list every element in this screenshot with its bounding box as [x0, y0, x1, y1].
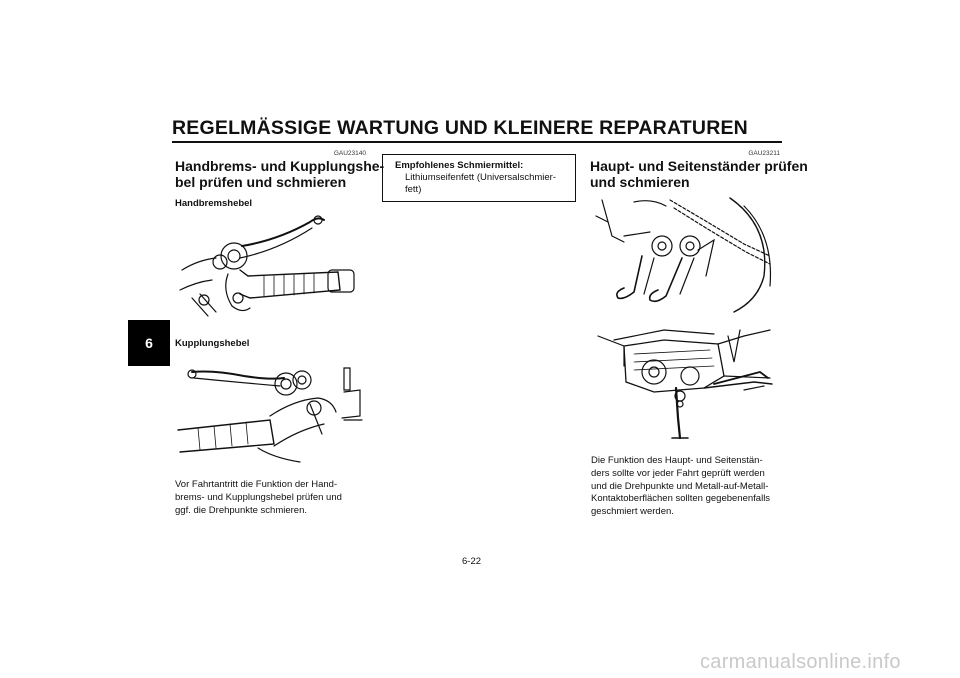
section-code: GAU23211	[748, 150, 780, 157]
text-line: brems- und Kupplungshebel prüfen und	[175, 491, 342, 503]
page-number: 6-22	[462, 556, 482, 567]
section-title-line: Haupt- und Seitenständer prüfen	[590, 158, 808, 174]
watermark: carmanualsonline.info	[700, 651, 901, 673]
page-header-title: REGELMÄSSIGE WARTUNG UND KLEINERE REPARA…	[172, 117, 748, 139]
brake-lever-illustration	[179, 215, 355, 317]
right-body-text: Die Funktion des Haupt- und Seitenstän- …	[591, 455, 770, 519]
subheading-brake-lever: Handbremshebel	[175, 198, 253, 209]
side-stand-illustration	[597, 329, 773, 440]
left-body-text: Vor Fahrtantritt die Funktion der Hand- …	[175, 479, 342, 517]
lubricant-box: Empfohlenes Schmiermittel: Lithiumseifen…	[382, 154, 576, 202]
section-title-line: Handbrems- und Kupplungshe-	[175, 158, 385, 174]
header-rule	[172, 141, 782, 143]
section-title: Haupt- und Seitenständer prüfen und schm…	[590, 158, 808, 190]
text-line: Lithiumseifenfett (Universalschmier-	[405, 172, 556, 183]
text-line: ders sollte vor jeder Fahrt geprüft werd…	[591, 467, 765, 479]
section-title: Handbrems- und Kupplungshe- bel prüfen u…	[175, 158, 384, 190]
lubricant-value: Lithiumseifenfett (Universalschmier- fet…	[405, 172, 573, 195]
section-code: GAU23140	[333, 150, 366, 157]
section-title-line: bel prüfen und schmieren	[175, 174, 347, 190]
text-line: und die Drehpunkte und Metall-auf-Metall…	[591, 480, 769, 492]
lubricant-title: Empfohlenes Schmiermittel:	[395, 160, 524, 171]
clutch-lever-illustration	[177, 367, 363, 463]
text-line: ggf. die Drehpunkte schmieren.	[175, 504, 308, 516]
text-line: Die Funktion des Haupt- und Seitenstän-	[591, 455, 763, 466]
subheading-clutch-lever: Kupplungshebel	[175, 338, 250, 349]
text-line: Kontaktoberflächen sollten gegebenenfall…	[591, 493, 771, 505]
center-stand-illustration	[595, 197, 772, 313]
section-title-line: und schmieren	[590, 174, 690, 190]
chapter-tab: 6	[128, 320, 170, 366]
text-line: Vor Fahrtantritt die Funktion der Hand-	[175, 479, 338, 490]
text-line: fett)	[405, 183, 422, 195]
text-line: geschmiert werden.	[591, 506, 674, 518]
